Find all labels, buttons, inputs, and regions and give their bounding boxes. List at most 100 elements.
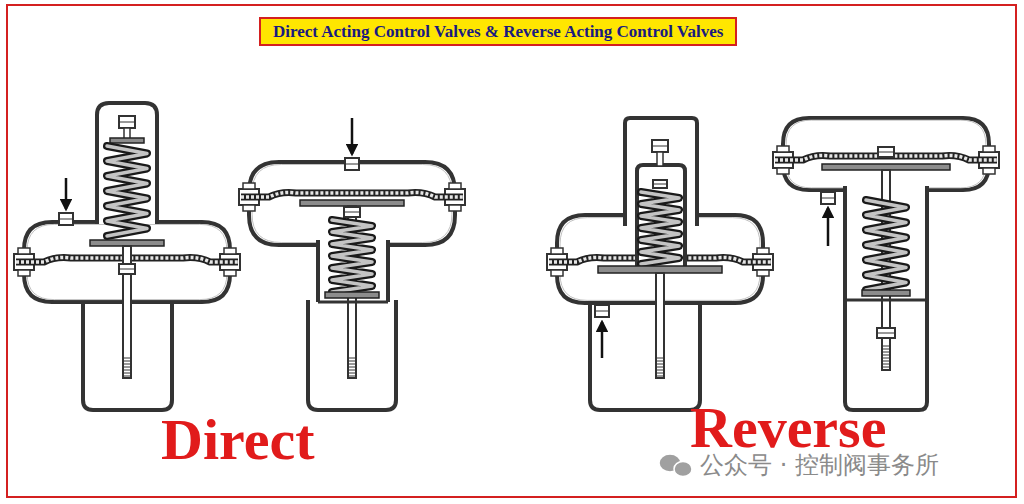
- frame-border: [7, 5, 1016, 497]
- watermark: 公众号 · 控制阀事务所: [700, 452, 939, 478]
- nut-line: [119, 122, 135, 123]
- spring-coil: [107, 146, 147, 236]
- housing-seat: [845, 299, 927, 302]
- spring-housing: [637, 165, 685, 266]
- flange-bolt: [551, 248, 563, 254]
- section-label: Reverse: [690, 396, 886, 460]
- nut-line: [652, 146, 668, 147]
- stem-thread: [348, 364, 356, 365]
- nut-line: [119, 269, 135, 270]
- air-port: [821, 192, 835, 204]
- adjust-rod: [657, 152, 663, 166]
- diaphragm-plate: [598, 266, 722, 273]
- hex-nut: [877, 328, 895, 338]
- actuator-stem: [656, 273, 664, 378]
- flange-bolt: [983, 146, 995, 152]
- stem-thread: [882, 358, 890, 359]
- spring-coil: [641, 192, 679, 264]
- spring-coil: [332, 220, 372, 292]
- flange-bolt: [757, 270, 769, 276]
- diaphragm: [241, 193, 463, 198]
- flange-bolt: [18, 270, 30, 276]
- air-signal-arrow: [827, 208, 830, 246]
- flange-bolt: [224, 270, 236, 276]
- port-line: [345, 164, 359, 165]
- hex-nut: [878, 147, 894, 157]
- stem-thread: [123, 373, 131, 374]
- stem-thread: [656, 376, 664, 377]
- stem-thread: [656, 367, 664, 368]
- air-port: [59, 213, 73, 225]
- flange-bolt: [983, 168, 995, 174]
- air-signal-arrow: [351, 118, 354, 154]
- diaphragm-layer: [241, 193, 463, 198]
- hex-nut: [653, 180, 667, 188]
- stem-thread: [882, 370, 890, 371]
- air-port: [595, 305, 609, 317]
- flange-bolt: [449, 205, 461, 211]
- nut-line: [877, 333, 895, 334]
- flange-bolt: [449, 183, 461, 189]
- stem-thread: [882, 355, 890, 356]
- stem-thread: [348, 370, 356, 371]
- stem-thread: [123, 376, 131, 377]
- diaphragm-plate: [110, 138, 144, 143]
- stem-thread: [882, 346, 890, 347]
- stem-thread: [348, 367, 356, 368]
- stem-thread: [348, 361, 356, 362]
- title-banner: Direct Acting Control Valves & Reverse A…: [259, 17, 737, 46]
- flange-bolt: [243, 183, 255, 189]
- stem-thread: [348, 376, 356, 377]
- flange-bolt: [224, 248, 236, 254]
- air-port: [345, 158, 359, 170]
- stem-thread: [656, 361, 664, 362]
- stem-thread: [656, 364, 664, 365]
- section-label: Direct: [161, 408, 315, 472]
- hex-nut: [119, 264, 135, 274]
- flange-bolt: [757, 248, 769, 254]
- wechat-icon: [674, 462, 692, 477]
- stem-thread: [123, 358, 131, 359]
- nut-line: [653, 184, 667, 185]
- stem-thread: [656, 370, 664, 371]
- spring-coil-face: [866, 200, 906, 290]
- diagram-title: Direct Acting Control Valves & Reverse A…: [273, 22, 723, 41]
- housing-seat: [318, 301, 388, 304]
- stem-thread: [123, 364, 131, 365]
- spring-coil-face: [332, 220, 372, 292]
- flange-bolt: [551, 270, 563, 276]
- actuator-yoke: [590, 303, 700, 410]
- flange-bolt: [777, 146, 789, 152]
- stem-thread: [348, 358, 356, 359]
- stem-thread: [123, 361, 131, 362]
- spring-coil-face: [641, 192, 679, 264]
- spring-coil: [866, 200, 906, 290]
- flange-bolt: [18, 248, 30, 254]
- stem-thread: [882, 367, 890, 368]
- hex-nut: [652, 140, 668, 152]
- stem-thread: [882, 349, 890, 350]
- hex-nut: [344, 207, 360, 217]
- nut-line: [878, 152, 894, 153]
- air-signal-arrow: [601, 322, 604, 358]
- hex-nut: [119, 116, 135, 128]
- diaphragm-plate: [862, 290, 910, 296]
- stem-thread: [656, 373, 664, 374]
- port-line: [595, 311, 609, 312]
- stem-thread: [882, 361, 890, 362]
- spring-coil-face: [107, 146, 147, 236]
- port-line: [59, 219, 73, 220]
- stem-thread: [656, 358, 664, 359]
- diaphragm-plate: [325, 292, 379, 298]
- flange-bolt: [243, 205, 255, 211]
- flange-bolt: [777, 168, 789, 174]
- stem-thread: [882, 364, 890, 365]
- stem-thread: [882, 352, 890, 353]
- port-line: [821, 198, 835, 199]
- stem-thread: [123, 367, 131, 368]
- stem-thread: [123, 370, 131, 371]
- nut-line: [344, 212, 360, 213]
- air-signal-arrow: [65, 178, 68, 209]
- stem-thread: [348, 373, 356, 374]
